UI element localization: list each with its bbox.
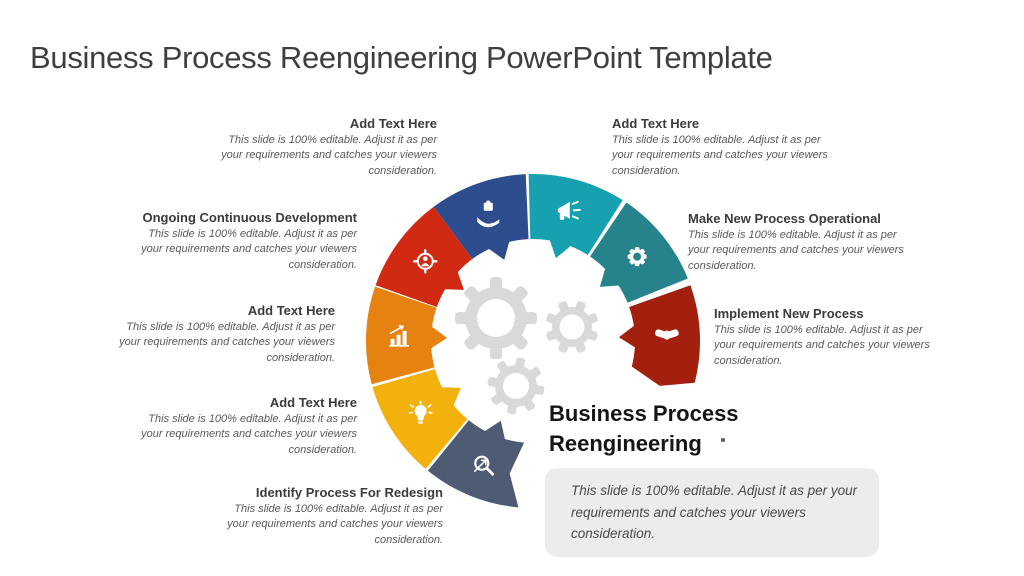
gear-shape [546, 301, 598, 353]
note-title: Implement New Process [714, 306, 864, 321]
note-title: Add Text Here [612, 116, 700, 131]
segment-promote-step [528, 174, 623, 259]
bulb-icon [408, 400, 433, 424]
description-text: This slide is 100% editable. Adjust it a… [571, 483, 858, 542]
magnifier-icon [474, 455, 495, 476]
megaphone-icon [557, 200, 581, 220]
note-title: Add Text Here [349, 116, 437, 131]
note-body: This slide is 100% editable. Adjust it a… [119, 321, 335, 364]
note-mid-left: Ongoing Continuous Development This slid… [129, 210, 357, 273]
bar-chart-icon [389, 325, 410, 347]
note-body: This slide is 100% editable. Adjust it a… [612, 134, 828, 177]
note-body: This slide is 100% editable. Adjust it a… [688, 229, 904, 272]
note-body: This slide is 100% editable. Adjust it a… [227, 503, 443, 546]
note-title: Add Text Here [247, 303, 335, 318]
segment-develop-step [433, 174, 529, 260]
gear-shape [455, 277, 537, 359]
note-left: Add Text Here This slide is 100% editabl… [117, 303, 335, 366]
note-top-right: Add Text Here This slide is 100% editabl… [612, 116, 830, 179]
note-body: This slide is 100% editable. Adjust it a… [141, 413, 357, 456]
note-lower-left: Add Text Here This slide is 100% editabl… [139, 395, 357, 458]
note-mid-right: Make New Process Operational This slide … [688, 211, 906, 274]
note-top-left: Add Text Here This slide is 100% editabl… [219, 116, 437, 179]
gear-shape [627, 247, 647, 267]
note-title: Ongoing Continuous Development [142, 210, 358, 225]
slide-title: Business Process Reengineering PowerPoin… [30, 40, 773, 75]
note-body: This slide is 100% editable. Adjust it a… [221, 134, 437, 177]
note-body: This slide is 100% editable. Adjust it a… [714, 324, 930, 367]
heading-dot [721, 438, 725, 442]
gear-icon [627, 247, 647, 267]
note-right: Implement New Process This slide is 100%… [714, 306, 932, 369]
diagram-heading: Business Process Reengineering [549, 401, 739, 456]
description-box: This slide is 100% editable. Adjust it a… [545, 468, 879, 557]
gear-shape [487, 357, 545, 415]
note-title: Make New Process Operational [688, 211, 881, 226]
note-bottom: Identify Process For Redesign This slide… [225, 485, 443, 548]
process-ring-diagram [366, 174, 700, 508]
note-body: This slide is 100% editable. Adjust it a… [141, 228, 357, 271]
note-title: Identify Process For Redesign [255, 485, 443, 500]
hand-puzzle-icon [477, 200, 500, 228]
target-icon [413, 249, 438, 274]
note-title: Add Text Here [269, 395, 357, 410]
handshake-icon [655, 329, 679, 340]
